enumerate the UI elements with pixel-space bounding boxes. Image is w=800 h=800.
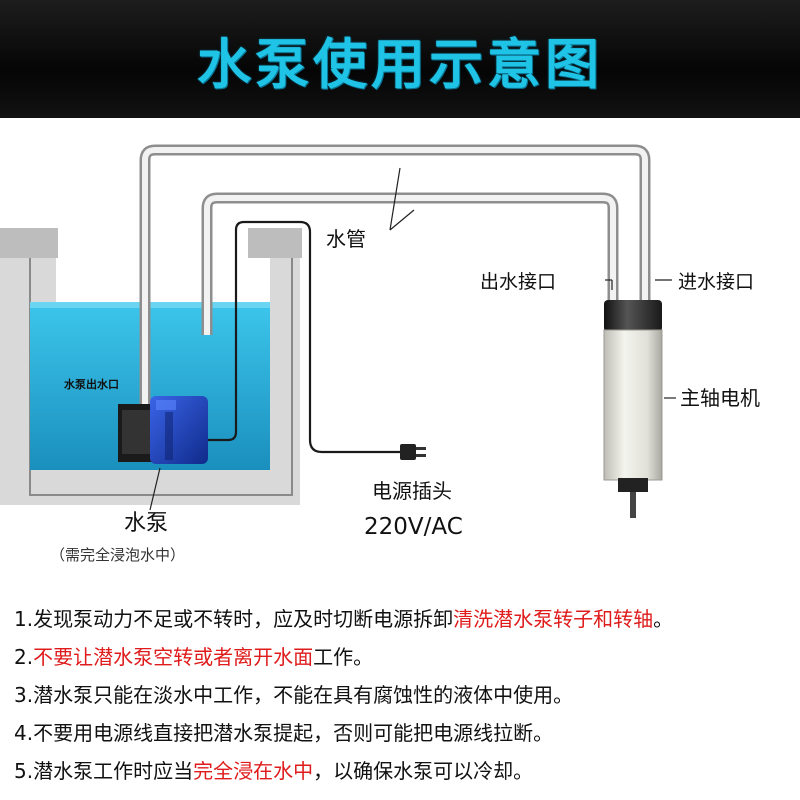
power-cable xyxy=(205,220,400,454)
label-voltage: 220V/AC xyxy=(364,514,463,540)
pump-diagram: 水管 出水接口 进水接口 水泵出水口 主轴电机 电源插头 220V/AC 水泵 … xyxy=(0,118,800,588)
label-pump: 水泵 xyxy=(124,511,168,536)
highlight-text: 清洗潜水泵转子和转轴 xyxy=(453,607,654,631)
label-inlet-port: 进水接口 xyxy=(678,271,754,293)
tank xyxy=(0,228,302,505)
page-title: 水泵使用示意图 xyxy=(197,32,603,96)
label-spindle-motor: 主轴电机 xyxy=(680,386,760,410)
title-banner: 水泵使用示意图 xyxy=(0,0,800,118)
label-outlet-port: 出水接口 xyxy=(480,271,556,293)
label-pump-note: （需完全浸泡水中） xyxy=(50,546,185,564)
note-item: 2.不要让潜水泵空转或者离开水面工作。 xyxy=(14,645,374,669)
note-item: 4.不要用电源线直接把潜水泵提起，否则可能把电源线拉断。 xyxy=(14,721,554,745)
label-power-plug: 电源插头 xyxy=(372,479,452,503)
label-pipe: 水管 xyxy=(326,227,366,251)
label-pump-outlet: 水泵出水口 xyxy=(64,377,119,391)
note-item: 3.潜水泵只能在淡水中工作，不能在具有腐蚀性的液体中使用。 xyxy=(14,683,574,707)
leader-lines xyxy=(149,167,676,511)
pump-icon xyxy=(118,396,208,464)
usage-notes: 1.发现泵动力不足或不转时，应及时切断电源拆卸清洗潜水泵转子和转轴。 2.不要让… xyxy=(14,600,794,790)
spindle-motor-icon xyxy=(603,300,663,518)
note-item: 5.潜水泵工作时应当完全浸在水中，以确保水泵可以冷却。 xyxy=(14,759,534,783)
power-plug-icon xyxy=(400,444,426,460)
note-item: 1.发现泵动力不足或不转时，应及时切断电源拆卸清洗潜水泵转子和转轴。 xyxy=(14,607,674,631)
highlight-text: 不要让潜水泵空转或者离开水面 xyxy=(33,645,314,669)
highlight-text: 完全浸在水中 xyxy=(193,759,314,783)
